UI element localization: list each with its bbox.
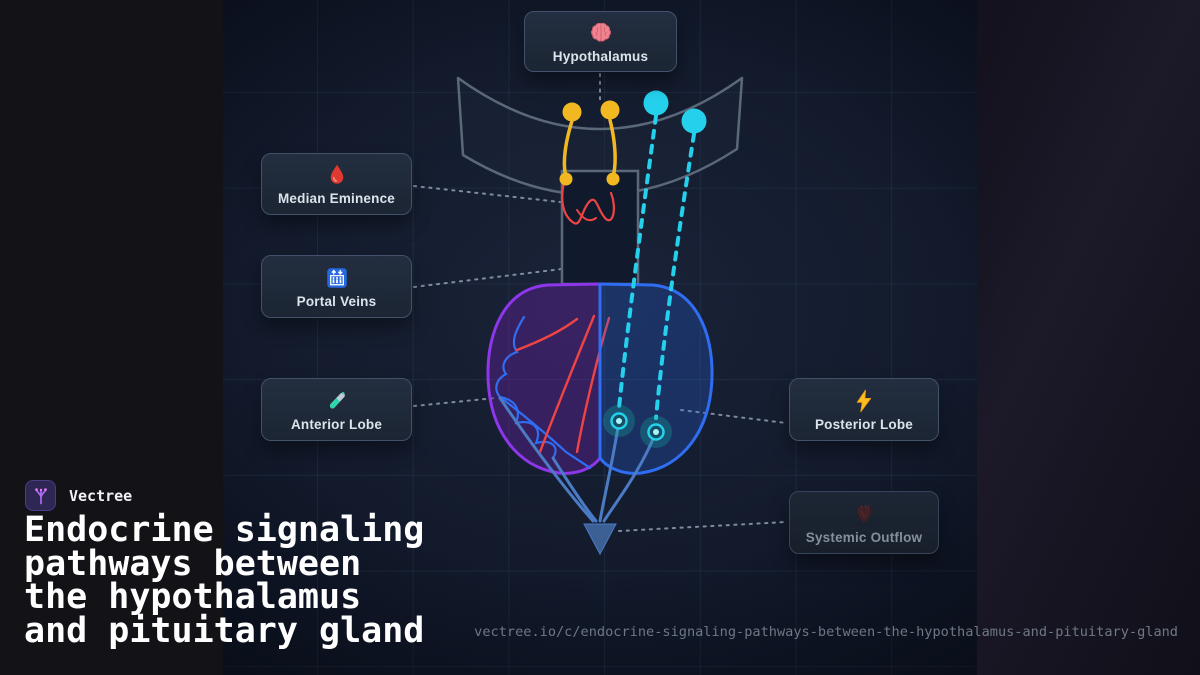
node-median-eminence: Median Eminence bbox=[261, 153, 412, 215]
capillary-plexus-squiggle bbox=[561, 177, 615, 225]
test-tube-icon bbox=[329, 391, 345, 408]
connector-median-eminence bbox=[413, 185, 561, 203]
title-line: pathways between bbox=[24, 543, 362, 584]
anatomical-heart-icon bbox=[856, 504, 872, 523]
right-margin-panel bbox=[977, 0, 1200, 675]
node-hypothalamus: Hypothalamus bbox=[524, 11, 677, 72]
magnocellular-neurons bbox=[603, 90, 707, 448]
connector-lines bbox=[413, 73, 787, 532]
portal-veins-icon bbox=[326, 267, 347, 288]
node-label: Systemic Outflow bbox=[805, 529, 923, 545]
connector-systemic-outflow bbox=[618, 521, 787, 532]
anterior-vein-network bbox=[495, 315, 592, 470]
connector-portal-veins bbox=[413, 267, 571, 288]
systemic-outflow-arrow bbox=[498, 396, 658, 556]
anterior-lobe-shape bbox=[486, 282, 611, 475]
pituitary-stalk-shape bbox=[560, 169, 640, 286]
brain-icon bbox=[590, 22, 611, 42]
vectree-logo-icon bbox=[34, 487, 47, 504]
node-anterior-lobe: Anterior Lobe bbox=[261, 378, 412, 441]
neuron-terminal-2 bbox=[640, 416, 672, 448]
node-label: Posterior Lobe bbox=[814, 416, 914, 432]
vectree-logo bbox=[25, 480, 56, 511]
brand-name: Vectree bbox=[69, 486, 133, 505]
node-label: Hypothalamus bbox=[552, 48, 649, 64]
brand-row: Vectree bbox=[25, 480, 132, 511]
node-portal-veins: Portal Veins bbox=[261, 255, 412, 318]
connector-anterior-lobe bbox=[413, 397, 497, 407]
title-line: the hypothalamus bbox=[24, 577, 362, 617]
title-line: and pituitary gland bbox=[24, 610, 425, 651]
node-label: Anterior Lobe bbox=[290, 416, 383, 432]
node-label: Median Eminence bbox=[277, 191, 396, 206]
lightning-icon bbox=[856, 389, 872, 412]
node-posterior-lobe: Posterior Lobe bbox=[789, 378, 939, 441]
down-arrow-icon bbox=[583, 523, 617, 556]
anterior-hormone-lines bbox=[515, 314, 611, 454]
left-margin-panel bbox=[0, 0, 223, 675]
connector-posterior-lobe bbox=[680, 409, 787, 424]
title-line: Endocrine signaling bbox=[24, 510, 425, 550]
node-systemic-outflow: Systemic Outflow bbox=[789, 491, 939, 554]
hypothalamus-anatomy-shape bbox=[456, 76, 744, 197]
blood-drop-icon bbox=[330, 164, 343, 184]
node-label: Portal Veins bbox=[296, 293, 377, 309]
neuron-terminal-1 bbox=[603, 405, 635, 437]
parvocellular-neurons bbox=[559, 100, 620, 186]
page-url: vectree.io/c/endocrine-signaling-pathway… bbox=[474, 624, 1178, 640]
page-title: Endocrine signaling pathways between the… bbox=[24, 510, 425, 651]
